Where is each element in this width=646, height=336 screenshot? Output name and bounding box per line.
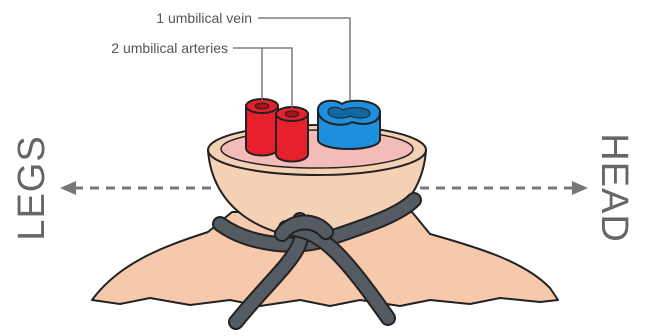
- label-umbilical-vein: 1 umbilical vein: [156, 10, 252, 26]
- vein-leader-line: [258, 18, 350, 100]
- umbilical-vein: [318, 101, 380, 149]
- label-legs: LEGS: [11, 135, 53, 240]
- arrow-left-icon: [60, 181, 212, 195]
- umbilical-artery-right: [276, 107, 308, 162]
- arrow-right-icon: [420, 181, 588, 195]
- label-umbilical-arteries: 2 umbilical arteries: [111, 40, 228, 56]
- label-head: HEAD: [593, 133, 635, 243]
- umbilical-artery-left: [246, 99, 278, 156]
